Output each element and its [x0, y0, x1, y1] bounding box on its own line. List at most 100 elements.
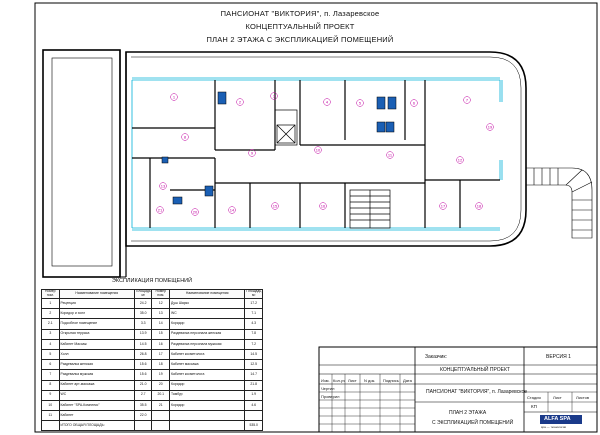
room-number: 12 — [151, 297, 171, 310]
row-drawn: Чертил — [321, 386, 335, 391]
svg-text:14: 14 — [230, 207, 235, 212]
building-outline — [120, 51, 527, 278]
room-markers: 1 2 3 4 5 6 7 8 9 10 11 12 13 14 15 16 1… — [156, 92, 494, 216]
svg-text:12: 12 — [458, 157, 463, 162]
room-name: Раздевалка персонала женская — [169, 328, 246, 340]
room-area: 7.2 — [244, 338, 263, 350]
project-name: ПАНСИОНАТ "ВИКТОРИЯ", п. Лазаревское — [426, 389, 528, 395]
svg-text:18: 18 — [477, 203, 482, 208]
room-area: 3.3 — [133, 318, 153, 330]
room-marker: 21 — [156, 206, 164, 214]
room-area: 35.0 — [133, 308, 153, 320]
col-area: Площадь, м² — [244, 289, 263, 299]
svg-text:2: 2 — [239, 99, 242, 104]
room-marker: 2 — [236, 98, 244, 106]
shower-fixtures — [161, 91, 397, 205]
version-label: ВЕРСИЯ 1 — [546, 354, 571, 360]
row-checked: Проверил — [321, 394, 340, 399]
room-name: Кабинет массажа — [169, 359, 246, 371]
room-name: Кабинет косметолога — [169, 348, 246, 361]
room-marker: 9 — [248, 149, 256, 157]
room-name: Кабинет арт-массажа — [58, 379, 135, 391]
room-number: 14 — [151, 318, 171, 330]
room-number: 5 — [41, 348, 60, 361]
room-area: 1.9 — [244, 389, 263, 401]
stair-core — [274, 109, 391, 229]
room-area: 14.5 — [244, 348, 263, 361]
col-ndoc: N док. — [364, 378, 376, 383]
schedule-title: ЭКСПЛИКАЦИЯ ПОМЕЩЕНИЙ — [111, 278, 193, 284]
room-number: 16 — [151, 338, 171, 350]
svg-text:15: 15 — [273, 203, 278, 208]
facade-glazing — [131, 77, 503, 231]
room-area — [133, 420, 153, 432]
room-marker: 14 — [228, 206, 236, 214]
room-area: 14.7 — [244, 369, 263, 381]
col-kol: Кол.уч — [333, 378, 345, 383]
room-name: Раздевалка женская — [58, 359, 135, 371]
room-name: Коридор и холл — [58, 308, 135, 320]
room-area: 26.8 — [133, 348, 153, 361]
project-title: ПАНСИОНАТ "ВИКТОРИЯ", п. Лазаревское — [220, 9, 380, 18]
svg-text:19: 19 — [488, 124, 493, 129]
room-area: 24.2 — [133, 297, 153, 310]
room-number: 9 — [41, 389, 60, 401]
room-area: 22.0 — [133, 410, 153, 422]
room-number: 13 — [151, 308, 171, 320]
room-marker: 17 — [439, 202, 447, 210]
room-area: 17.2 — [244, 297, 263, 310]
room-marker: 13 — [159, 182, 167, 190]
company-logo-text: ALFA SPA — [544, 416, 571, 422]
svg-text:11: 11 — [388, 152, 393, 157]
stage-col: Стадия — [527, 395, 541, 400]
room-number: 15 — [151, 328, 171, 340]
left-tower — [42, 49, 121, 278]
room-marker: 12 — [456, 156, 464, 164]
room-marker: 8 — [181, 133, 189, 141]
room-area: 4.3 — [244, 318, 263, 330]
room-name: ИТОГО ОБЩАЯ ПЛОЩАДЬ: — [58, 420, 135, 432]
svg-text:20: 20 — [193, 209, 198, 214]
room-number: 8 — [41, 379, 60, 391]
svg-text:4: 4 — [326, 99, 329, 104]
room-area: 2.7 — [133, 389, 153, 401]
col-area: Площадь, м² — [133, 289, 153, 299]
room-marker: 19 — [486, 123, 494, 131]
room-area: 15.6 — [133, 359, 153, 371]
room-number: 2.1 — [41, 318, 60, 330]
room-name: Тамбур — [169, 389, 246, 401]
room-name: Кабинет косметолога — [169, 369, 246, 381]
room-number: 17 — [151, 348, 171, 361]
stage-value: КП — [531, 404, 537, 409]
col-data: Дата — [403, 378, 412, 383]
room-area: 35.5 — [133, 399, 153, 412]
room-marker: 15 — [271, 202, 279, 210]
room-name — [169, 420, 246, 432]
sheet-name-2: С ЭКСПЛИКАЦИЕЙ ПОМЕЩЕНИЙ — [432, 420, 514, 426]
room-number: 3 — [41, 328, 60, 340]
exterior-stair — [525, 167, 593, 239]
room-area: 535.0 — [244, 420, 263, 432]
room-marker: 11 — [386, 151, 394, 159]
svg-text:9: 9 — [251, 150, 254, 155]
room-number: 1 — [41, 297, 60, 310]
room-name — [169, 410, 246, 422]
col-podp: Подпись — [383, 378, 399, 383]
col-num: Номер пом. — [151, 289, 171, 299]
room-marker: 7 — [463, 96, 471, 104]
room-name: Холл — [58, 348, 135, 361]
room-number: 21 — [151, 399, 171, 412]
room-name: Кабинет — [58, 410, 135, 422]
col-num: Номер пом. — [41, 289, 60, 299]
sheets-col: Листов — [576, 395, 589, 400]
stage-label: КОНЦЕПТУАЛЬНЫЙ ПРОЕКТ — [440, 367, 510, 373]
room-area: 21.0 — [133, 379, 153, 391]
svg-text:17: 17 — [441, 203, 446, 208]
